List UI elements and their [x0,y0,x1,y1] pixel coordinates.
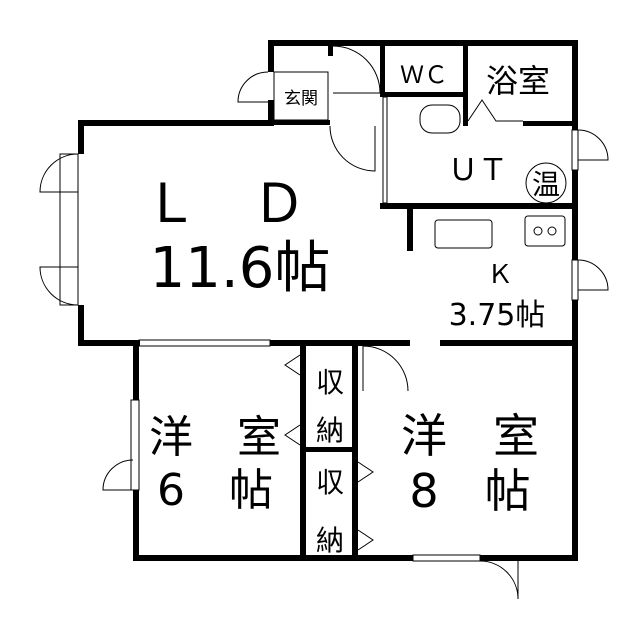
bath-label: 浴室 [486,62,550,100]
fixtures [419,104,567,249]
closet1-label-1: 収 [316,366,344,399]
washbasin-icon [419,104,461,134]
ut-label: ＵＴ [448,153,508,188]
closet1-label-2: 納 [316,414,344,447]
entrance-step [273,71,329,121]
western6-size: 6 帖 [157,465,273,516]
western8-label: 洋 室 [401,409,539,463]
stove-icon [524,215,566,247]
western8-size: 8 帖 [409,464,530,518]
walls [78,40,578,561]
doors-windows [39,45,609,600]
labels: Ｌ Ｄ 11.6帖 Ｋ 3.75帖 洋 室 6 帖 洋 室 8 帖 収 納 収 … [144,61,560,557]
wc-label: ＷＣ [400,61,448,89]
k-label: Ｋ [487,260,513,290]
closet2-label-2: 納 [316,524,344,557]
closet2-label-1: 収 [316,466,344,499]
k-size: 3.75帖 [449,298,546,333]
ld-size: 11.6帖 [150,236,331,301]
water-heater-label: 温 [532,168,560,201]
sink-icon [434,219,493,249]
entrance-label: 玄関 [284,89,318,109]
water-heater-icon [525,162,567,204]
ld-label: Ｌ Ｄ [144,172,306,235]
western6-label: 洋 室 [149,412,281,463]
